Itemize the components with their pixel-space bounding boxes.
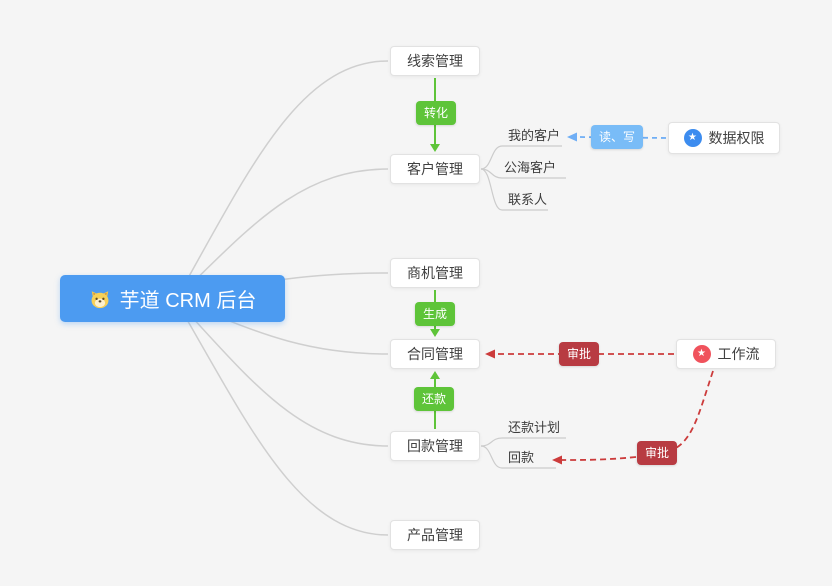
node-receivable-management[interactable]: 回款管理	[390, 431, 480, 461]
leaf-label: 公海客户	[504, 160, 557, 175]
badge-approve-contract[interactable]: 审批	[558, 342, 600, 366]
red-dashed-arrows	[495, 353, 714, 461]
arrowhead-left-icon	[567, 132, 577, 142]
root-node-label: 芋道 CRM 后台	[119, 290, 257, 312]
badge-label: 审批	[644, 446, 670, 460]
leaf-label: 联系人	[508, 192, 548, 207]
node-opportunity-management[interactable]: 商机管理	[390, 258, 480, 288]
leaf-label: 回款	[508, 450, 535, 465]
node-leads-management[interactable]: 线索管理	[390, 46, 480, 76]
node-workflow[interactable]: ★ 工作流	[676, 339, 776, 369]
leaf-pool-customers[interactable]: 公海客户	[504, 160, 556, 176]
arrowhead-up-icon	[430, 371, 440, 379]
node-label: 线索管理	[407, 53, 463, 69]
leaf-repayment-plan[interactable]: 还款计划	[508, 420, 560, 436]
star-icon: ★	[683, 129, 702, 147]
node-label: 客户管理	[407, 161, 463, 177]
arrowhead-down-icon	[430, 144, 440, 152]
node-customer-management[interactable]: 客户管理	[390, 154, 480, 184]
arrowhead-down-icon	[430, 329, 440, 337]
badge-generate[interactable]: 生成	[414, 302, 456, 326]
node-label: 回款管理	[407, 438, 463, 454]
node-product-management[interactable]: 产品管理	[390, 520, 480, 550]
node-label: 数据权限	[708, 130, 765, 146]
badge-label: 读、写	[598, 130, 636, 144]
badge-label: 还款	[421, 392, 447, 406]
node-data-permission[interactable]: ★ 数据权限	[668, 122, 780, 154]
leaf-label: 我的客户	[508, 128, 561, 143]
node-contract-management[interactable]: 合同管理	[390, 339, 480, 369]
dog-face-icon	[89, 288, 111, 310]
leaf-my-customers[interactable]: 我的客户	[508, 128, 560, 144]
node-label: 产品管理	[407, 527, 463, 543]
badge-read-write[interactable]: 读、写	[590, 125, 644, 149]
leaf-contacts[interactable]: 联系人	[508, 192, 547, 208]
badge-label: 生成	[422, 307, 448, 321]
badge-label: 审批	[566, 347, 592, 361]
badge-repay[interactable]: 还款	[413, 387, 455, 411]
leaf-label: 还款计划	[508, 420, 561, 435]
arrowhead-left-icon	[485, 349, 495, 359]
node-label: 工作流	[717, 346, 760, 362]
green-flow-arrows	[430, 78, 440, 429]
badge-convert[interactable]: 转化	[415, 101, 457, 125]
star-icon: ★	[692, 345, 711, 363]
root-node-crm-backend[interactable]: 芋道 CRM 后台	[60, 275, 285, 322]
node-label: 商机管理	[407, 265, 463, 281]
arrowhead-left-icon	[552, 455, 562, 465]
badge-approve-receivable[interactable]: 审批	[636, 441, 678, 465]
leaf-receipt[interactable]: 回款	[508, 450, 534, 466]
badge-label: 转化	[423, 106, 449, 120]
node-label: 合同管理	[407, 346, 463, 362]
